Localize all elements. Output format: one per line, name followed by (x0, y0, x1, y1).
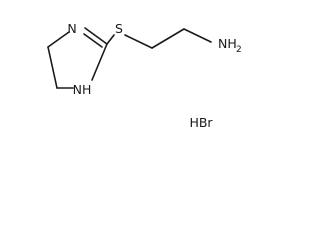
counterion-hbr: HBr (189, 115, 213, 130)
bond-ch2b-n (183, 28, 212, 43)
bond-ch2a-ch2b (151, 28, 185, 49)
atom-amine-nh: NH (218, 36, 237, 51)
bond-c4-c5 (47, 46, 58, 89)
atom-amine-subscript: 2 (236, 45, 242, 55)
bond-s-ch2a (124, 34, 153, 49)
chemical-structure: N S NH NH 2 HBr (47, 21, 242, 130)
bond-n3-c2-double-inner (83, 33, 103, 48)
bond-n3-c4 (47, 31, 70, 48)
bond-c2-s (106, 34, 115, 45)
bond-n3-c2-double-outer (84, 27, 108, 45)
bond-n1-c2 (91, 43, 108, 81)
atom-n-ring-top: N (67, 21, 76, 36)
atom-s-thioether: S (115, 21, 123, 36)
atom-nh-ring: NH (73, 82, 92, 97)
